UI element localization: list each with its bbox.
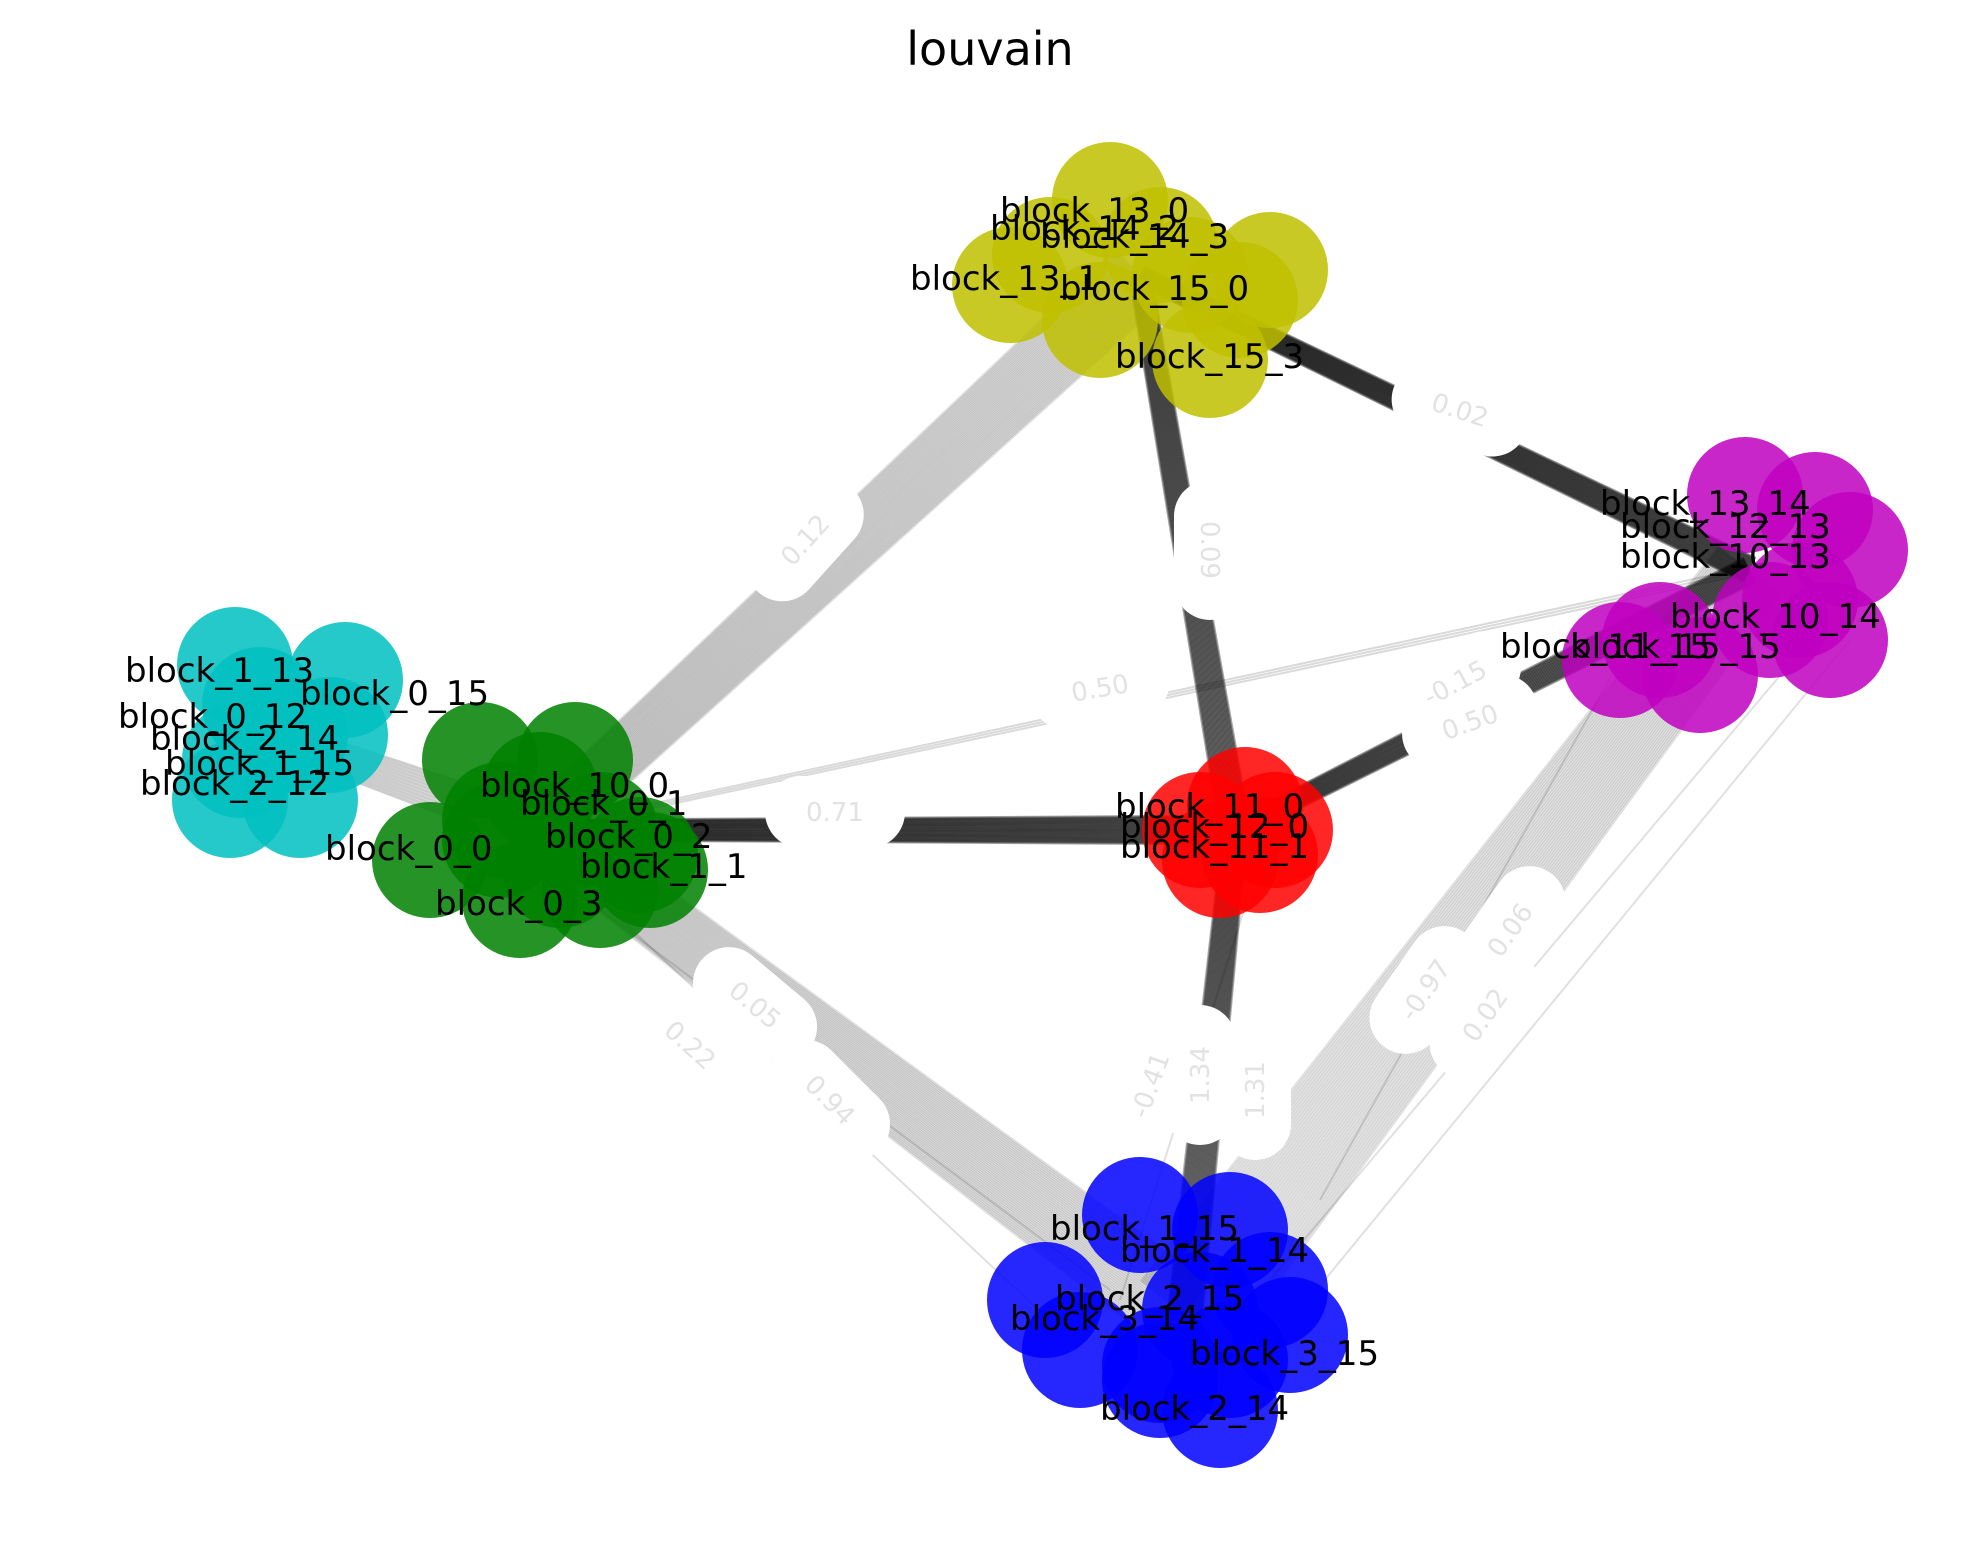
edge-weight-label: 0.09	[1194, 521, 1224, 579]
node-label: block_15_3	[1115, 337, 1304, 377]
node-label: block_3_14	[1010, 1299, 1199, 1339]
edge-weight-label: 1.34	[1186, 1046, 1216, 1104]
graph-edge	[1270, 640, 1810, 1280]
edge-weight-label: 1.31	[1241, 1061, 1271, 1119]
node-label: block_10_13	[1620, 537, 1831, 577]
node-label: block_0_15	[300, 674, 489, 714]
node-label: block_3_15	[1190, 1334, 1379, 1374]
node-label: block_15_15	[1570, 627, 1781, 667]
edge-weight-label: 0.71	[806, 798, 864, 828]
edge-label-layer: 0.710.500.120.020.09-0.150.500.050.220.9…	[614, 354, 1580, 1175]
node-label: block_1_14	[1120, 1231, 1309, 1271]
chart-title: louvain	[0, 22, 1980, 76]
node-label: block_15_0	[1060, 269, 1249, 309]
node-label: block_1_13	[125, 651, 314, 691]
node-label: block_0_0	[325, 829, 492, 869]
node-label: block_0_3	[435, 884, 602, 924]
node-label: block_2_14	[1100, 1389, 1289, 1429]
node-label: block_11_1	[1120, 827, 1309, 867]
node-label: block_14_3	[1040, 217, 1229, 257]
node-label: block_1_1	[580, 847, 747, 887]
node-label: block_2_12	[140, 764, 329, 804]
